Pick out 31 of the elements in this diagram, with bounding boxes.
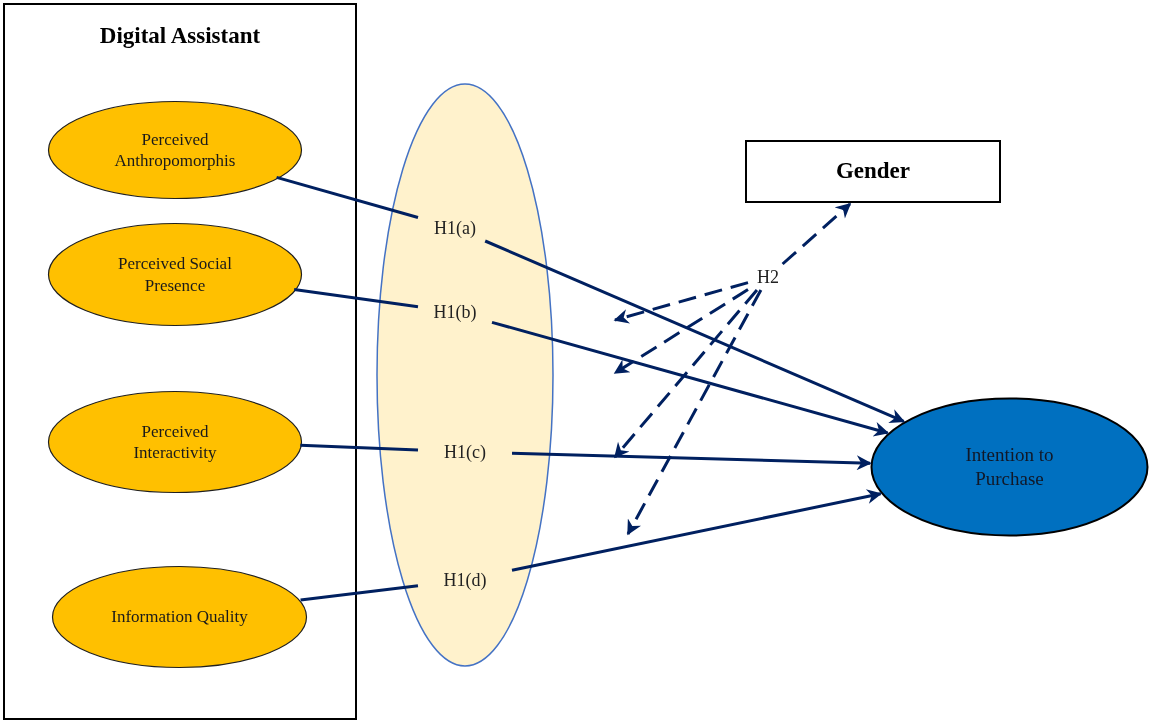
arrow bbox=[511, 451, 872, 471]
dashed-arrow bbox=[781, 202, 852, 266]
dashed-arrow bbox=[626, 289, 763, 536]
group-title: Digital Assistant bbox=[98, 22, 262, 50]
connector-line bbox=[300, 584, 419, 602]
construct-ellipse bbox=[51, 565, 308, 669]
construct-ellipse bbox=[47, 390, 303, 494]
hypothesis-ellipse bbox=[376, 83, 554, 667]
group-box bbox=[3, 3, 357, 720]
construct-ellipse bbox=[47, 100, 303, 200]
hypothesis-label: H2 bbox=[748, 264, 788, 290]
hypothesis-label: H1(a) bbox=[418, 215, 492, 241]
construct-ellipse bbox=[47, 222, 303, 327]
connector-line bbox=[300, 443, 419, 452]
node-label: Intention to Purchase bbox=[964, 443, 1055, 491]
hypothesis-label: H1(b) bbox=[418, 299, 492, 325]
node-label: Perceived Anthropomorphis bbox=[113, 128, 237, 172]
outcome-ellipse bbox=[870, 397, 1149, 537]
connector-line bbox=[293, 288, 419, 309]
arrow bbox=[484, 239, 906, 423]
arrow bbox=[491, 320, 890, 437]
dashed-arrow bbox=[613, 281, 749, 324]
moderator-box: Gender bbox=[745, 140, 1001, 203]
hypothesis-label: H1(d) bbox=[418, 567, 512, 593]
connector-line bbox=[276, 175, 419, 219]
hypothesis-label: H1(c) bbox=[418, 439, 512, 465]
node-label: Perceived Social Presence bbox=[117, 253, 233, 296]
node-label: Perceived Interactivity bbox=[132, 420, 218, 464]
dashed-arrow bbox=[613, 288, 749, 375]
node-label: Information Quality bbox=[110, 606, 249, 628]
dashed-arrow bbox=[613, 289, 759, 459]
